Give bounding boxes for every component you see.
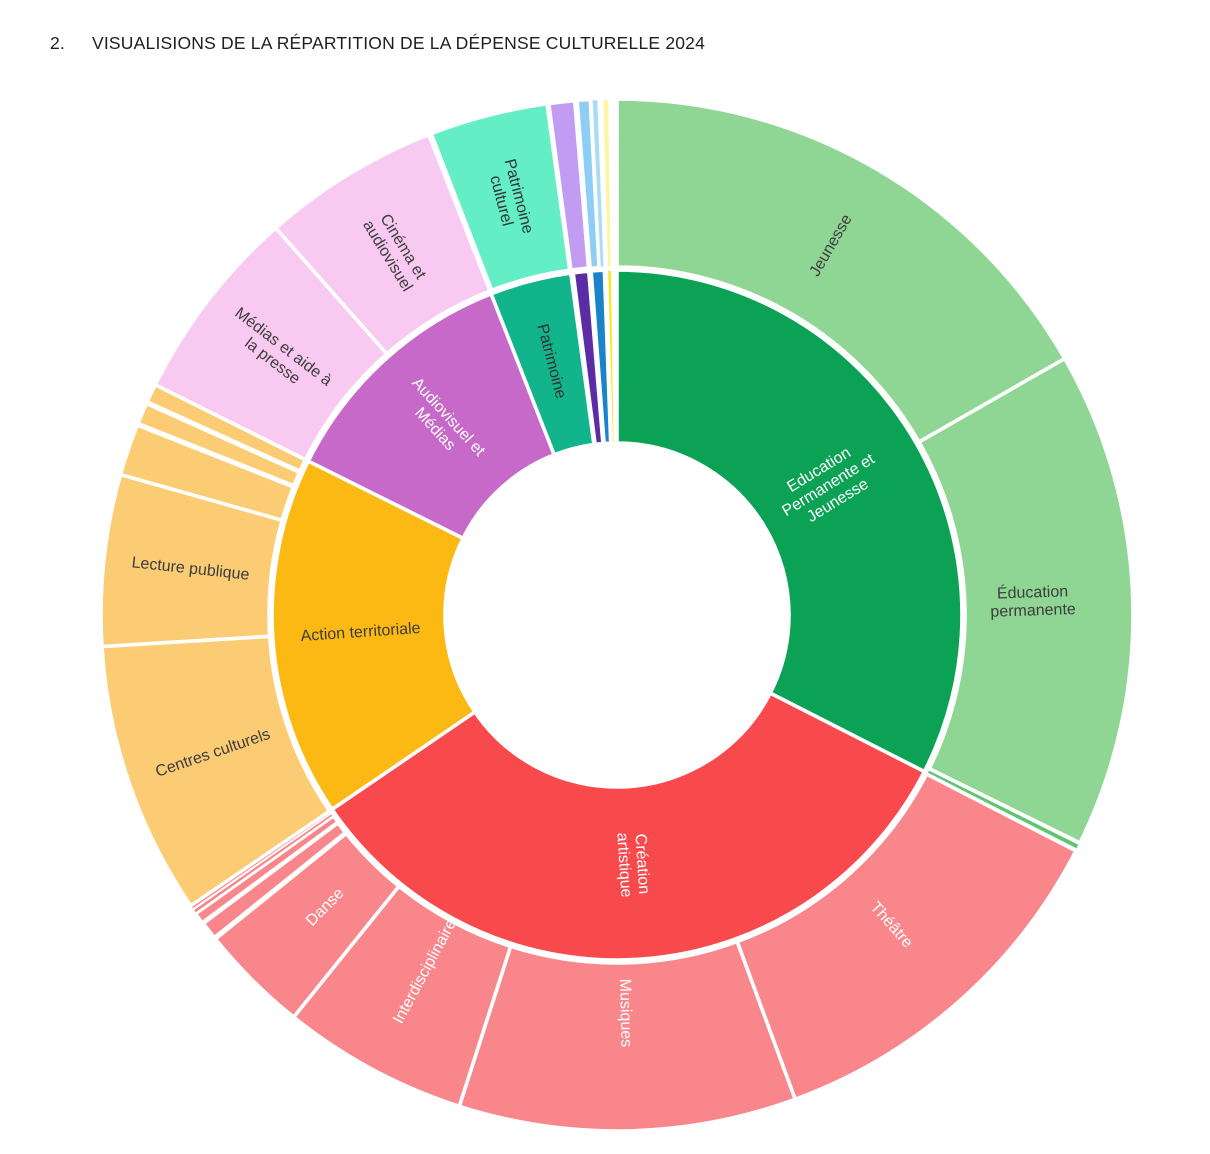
sunburst-segment-inner-small-blue (589, 268, 613, 446)
sunburst-segment-audiovisuel-et-medias (306, 291, 557, 541)
page-title: 2. VISUALISIONS DE LA RÉPARTITION DE LA … (50, 33, 705, 54)
sunburst-label-musiques: Musiques (616, 978, 634, 1047)
sunburst-segment-jeunesse (615, 97, 1067, 444)
svg-text:Musiques: Musiques (616, 978, 634, 1047)
page-title-text: VISUALISIONS DE LA RÉPARTITION DE LA DÉP… (92, 33, 706, 53)
sunburst-segment-outer-small-lavender (546, 98, 591, 272)
sunburst-segment-creation-artistique (330, 691, 927, 962)
sunburst-segment-cinema-et-audiovisuel (273, 132, 492, 356)
sunburst-segment-creation-sliver-3 (193, 813, 334, 914)
sunburst-segment-action-territoriale (270, 459, 477, 812)
sunburst-segment-outer-small-paleyellow (601, 98, 613, 268)
sunburst-segment-creation-sliver-2 (195, 815, 339, 924)
sunburst-segment-education-permanente (917, 356, 1135, 845)
svg-text:Éducationpermanente: Éducationpermanente (990, 581, 1077, 621)
sunburst-segment-patrimoine (489, 271, 596, 457)
sunburst-label-creation-artistique: Créationartistique (613, 831, 652, 898)
sunburst-segment-education-permanente-et-jeunesse (615, 268, 964, 774)
page-title-number: 2. (50, 33, 65, 53)
sunburst-segment-outer-small-lightblue-1 (575, 98, 601, 270)
sunburst-label-education-permanente: Éducationpermanente (990, 581, 1077, 621)
sunburst-segment-inner-small-yellow (606, 269, 616, 444)
sunburst-segment-outer-small-lightblue-2 (591, 98, 606, 269)
svg-text:Créationartistique: Créationartistique (613, 831, 652, 898)
